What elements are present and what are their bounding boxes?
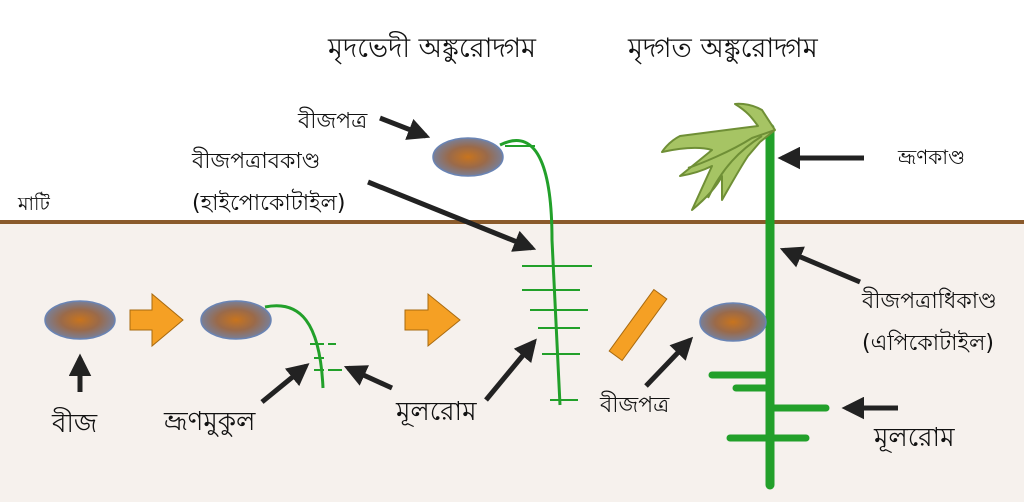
heading-epigeal: মৃদভেদী অঙ্কুরোদ্গম [327, 31, 537, 65]
epicotyl-sci-label: (এপিকোটাইল) [862, 329, 994, 356]
radicle-pointer-arrow [260, 363, 310, 404]
root-hairs-pointer-left-a [343, 365, 394, 391]
radicle-root-hairs [310, 343, 342, 371]
hypocotyl-label: বীজপত্রাবকাণ্ড [191, 147, 320, 174]
soil-region [0, 222, 1024, 502]
radicle [264, 304, 325, 389]
epicotyl-pointer [779, 246, 861, 285]
cotyledon-below-soil [699, 302, 767, 342]
heading-hypogeal: মৃদ্গত অঙ্কুরোদ্গম [627, 33, 819, 65]
cotyledon-pointer-bottom [644, 336, 694, 388]
hypocotyl-stem [499, 139, 562, 406]
stage-arrow-1 [129, 292, 184, 348]
seed-germinating [200, 300, 272, 340]
radicle-label: ভ্রূণমুকুল [163, 407, 256, 437]
cotyledon-label-top: বীজপত্র [297, 107, 368, 134]
young-leaves [661, 102, 776, 211]
root-hairs-label-left: মূলরোম [395, 397, 477, 427]
cotyledon-label-bottom: বীজপত্র [599, 391, 670, 418]
stage-arrow-2 [404, 292, 461, 348]
seed-label: বীজ [51, 407, 98, 439]
cotyledon-pointer-top [379, 115, 431, 140]
seed [44, 300, 116, 340]
root-hairs-label-right: মূলরোম [873, 423, 955, 453]
lateral-roots [708, 371, 830, 442]
root-hairs-pointer-left-b [484, 338, 537, 402]
cotyledon-above-soil [432, 137, 504, 177]
hypocotyl-sci-label: (হাইপোকোটাইল) [192, 189, 346, 216]
epicotyl-label: বীজপত্রাধিকাণ্ড [861, 287, 997, 314]
plumule-stem-label: ভ্রূণকাণ্ড [897, 145, 965, 169]
soil-label: মাটি [17, 192, 50, 215]
shed-cotyledon [608, 288, 668, 362]
hypocotyl-pointer [367, 179, 537, 252]
